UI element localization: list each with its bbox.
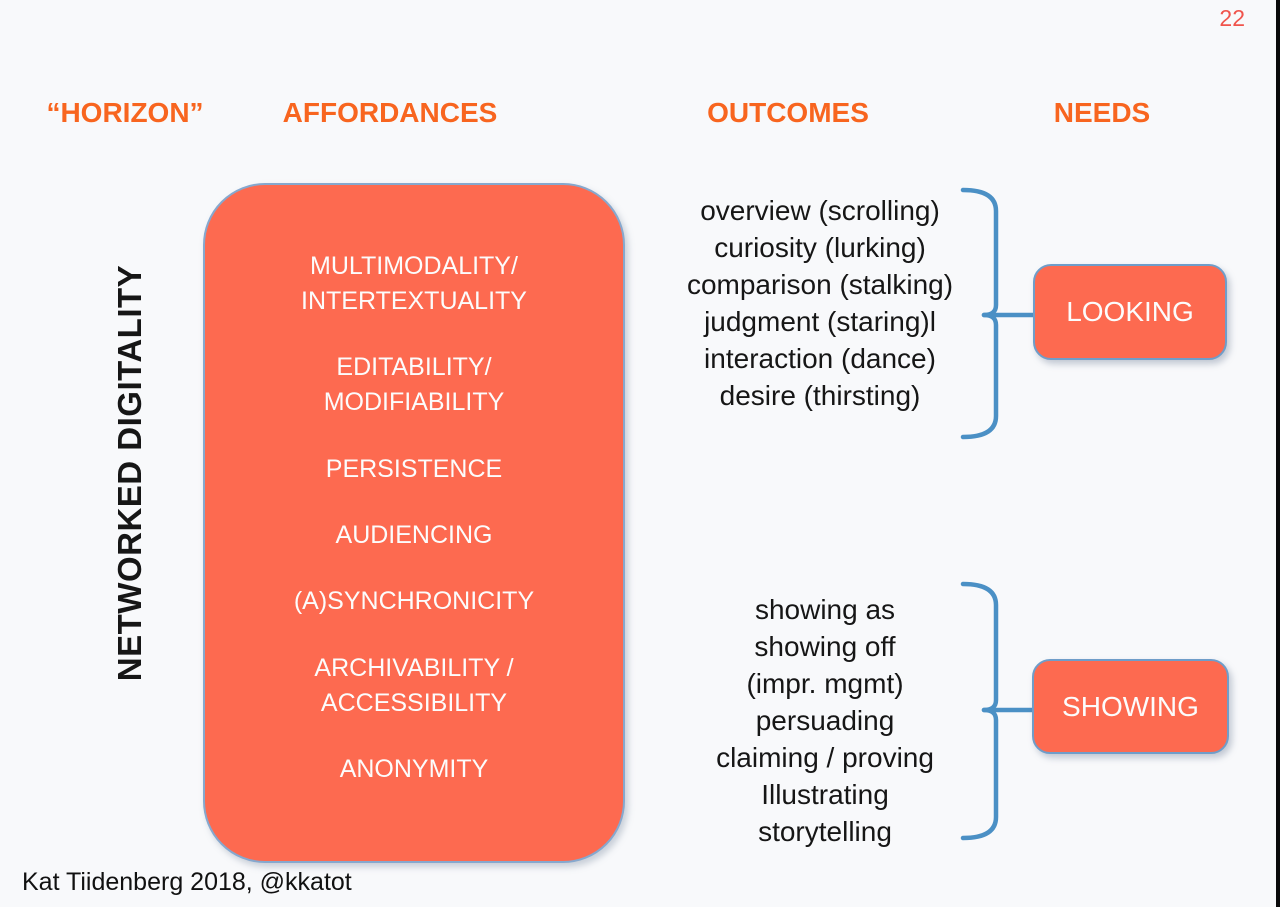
- outcomes-showing-list: showing as showing off (impr. mgmt) pers…: [716, 594, 934, 847]
- screen-right-edge: [1276, 0, 1280, 907]
- page-number: 22: [1219, 5, 1245, 31]
- credit-line: Kat Tiidenberg 2018, @kkatot: [22, 868, 352, 896]
- showing-badge-label: SHOWING: [1062, 690, 1199, 722]
- column-header-needs: NEEDS: [1053, 97, 1151, 128]
- affordance-item-audiencing: AUDIENCING: [335, 520, 493, 549]
- outcomes-looking-list: overview (scrolling) curiosity (lurking)…: [686, 195, 954, 411]
- affordance-item-editability: EDITABILITY/ MODIFIABILITY: [323, 353, 505, 417]
- affordances-panel: MULTIMODALITY/ INTERTEXTUALITY EDITABILI…: [203, 183, 625, 863]
- affordance-item-archivability: ARCHIVABILITY / ACCESSIBILITY: [314, 653, 514, 717]
- showing-badge: SHOWING: [1032, 659, 1229, 754]
- networked-digitality-axis-label: NETWORKED DIGITALITY: [111, 264, 148, 682]
- affordance-item-persistence: PERSISTENCE: [325, 454, 503, 483]
- showing-brace-icon: [956, 576, 1038, 844]
- affordance-item-multimodality: MULTIMODALITY/ INTERTEXTUALITY: [301, 252, 527, 315]
- column-header-affordances: AFFORDANCES: [282, 97, 498, 128]
- looking-brace-icon: [956, 181, 1038, 443]
- column-header-outcomes: OUTCOMES: [707, 97, 869, 128]
- affordance-item-asynchronicity: (A)SYNCHRONICITY: [293, 587, 535, 616]
- affordance-item-anonymity: ANONYMITY: [339, 754, 489, 783]
- looking-badge-label: LOOKING: [1066, 296, 1194, 327]
- column-header-horizon: “HORIZON”: [46, 97, 204, 128]
- looking-badge: LOOKING: [1033, 264, 1227, 360]
